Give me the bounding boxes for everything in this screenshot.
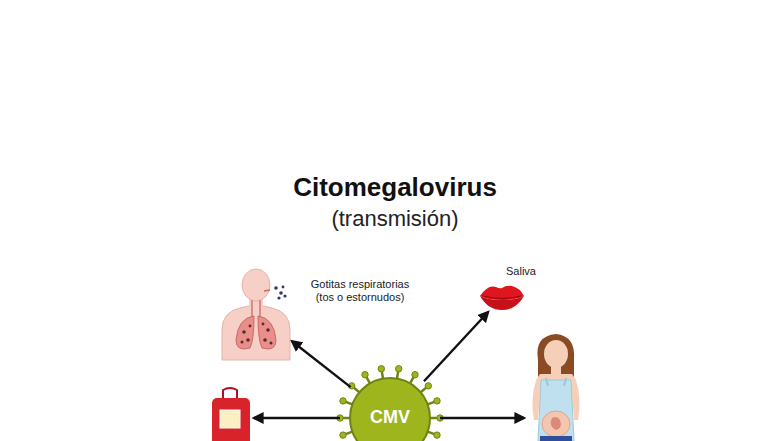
virus-spike-tip xyxy=(425,383,431,389)
transmission-arrow xyxy=(424,312,488,381)
blood-bag-node xyxy=(208,384,254,441)
virus-spike-tip xyxy=(340,398,346,404)
virus-spike-tip xyxy=(362,371,368,377)
virus-spike-tip xyxy=(412,371,418,377)
node-caption: Gotitas respiratorias (tos o estornudos) xyxy=(304,278,416,304)
saliva-node: Saliva xyxy=(478,282,526,312)
lips-icon xyxy=(480,286,524,310)
respiratory-node: Gotitas respiratorias (tos o estornudos) xyxy=(220,266,292,360)
subtitle-label: (transmisión) xyxy=(245,206,545,232)
transmission-arrow xyxy=(254,417,340,419)
node-caption: Saliva xyxy=(506,265,566,278)
virus-spike-tip xyxy=(434,432,440,438)
transmission-arrow xyxy=(440,417,524,419)
virus-spike-tip xyxy=(378,366,384,372)
virus-label: CMV xyxy=(340,407,440,429)
blood-bag-icon xyxy=(212,388,250,441)
diagram-title: Citomegalovirus xyxy=(195,172,595,203)
transmission-arrow xyxy=(292,341,351,387)
virus-node: CMV xyxy=(340,368,440,441)
pregnant-woman-figure xyxy=(532,334,579,441)
woman-node xyxy=(524,332,586,441)
virus-spike-tip xyxy=(340,432,346,438)
respiratory-figure xyxy=(222,269,290,360)
virus-spike-tip xyxy=(395,366,401,372)
virus-spike-tip xyxy=(434,398,440,404)
